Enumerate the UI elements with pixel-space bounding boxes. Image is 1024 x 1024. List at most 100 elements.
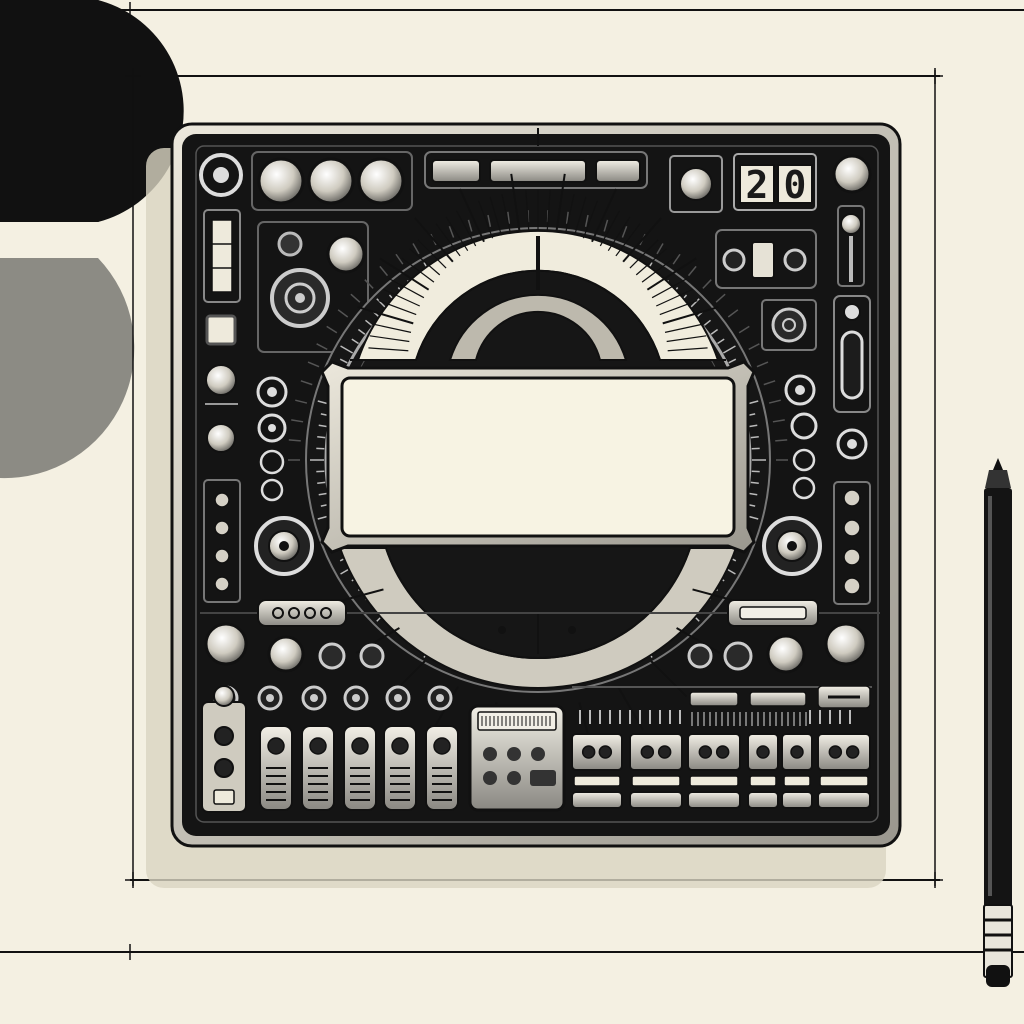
right-column	[833, 205, 871, 605]
right-spiral-3[interactable]	[792, 448, 816, 472]
bank-module-1[interactable]	[571, 733, 623, 771]
keypad-key-1[interactable]	[483, 747, 497, 761]
right-toggle[interactable]	[751, 241, 775, 279]
bank-module-switch-4[interactable]	[747, 791, 779, 809]
scale-tick	[635, 248, 667, 276]
bank-module-knob	[756, 745, 770, 759]
right-led-2[interactable]	[843, 519, 861, 537]
bank-module-switch-1[interactable]	[571, 791, 623, 809]
mid-knob-5[interactable]	[723, 641, 753, 671]
small-knob-b[interactable]	[326, 234, 366, 274]
bank-module-6[interactable]	[817, 733, 871, 771]
bank-module-2[interactable]	[629, 733, 683, 771]
bottom-left-dial-2[interactable]	[214, 758, 234, 778]
top-slider-right[interactable]	[595, 159, 641, 183]
scale-tick	[599, 210, 620, 247]
left-fader[interactable]	[211, 219, 233, 293]
mid-knob-2[interactable]	[318, 642, 346, 670]
left-led-1[interactable]	[214, 492, 230, 508]
top-knob-2[interactable]	[307, 157, 355, 205]
spiral-knob-4[interactable]	[260, 478, 284, 502]
top-right-knob[interactable]	[832, 154, 872, 194]
keypad-key-5[interactable]	[507, 771, 521, 785]
bank-module-label-strip	[573, 775, 621, 787]
right-small-knob-a[interactable]	[722, 248, 746, 272]
keypad-key-enter[interactable]	[530, 770, 556, 786]
mid-left-big-knob[interactable]	[204, 622, 248, 666]
mid-knob-6[interactable]	[766, 634, 806, 674]
right-led-4[interactable]	[843, 577, 861, 595]
bank-slot-2[interactable]	[749, 691, 807, 707]
lower-segment-divider	[617, 686, 644, 731]
left-knob-1[interactable]	[205, 364, 237, 396]
top-slider-left[interactable]	[431, 159, 481, 183]
top-knob-3[interactable]	[357, 157, 405, 205]
right-led-1[interactable]	[843, 489, 861, 507]
dial-tick	[703, 319, 711, 326]
small-knob-a[interactable]	[277, 231, 303, 257]
dial-tick	[351, 338, 359, 345]
counter-digit-left: 2	[746, 163, 769, 207]
top-slider-center[interactable]	[489, 159, 587, 183]
dial-outer-dash	[603, 219, 609, 232]
bank-module-switch-5[interactable]	[781, 791, 813, 809]
right-spiral-2[interactable]	[790, 412, 818, 440]
right-spiral-1[interactable]	[784, 374, 816, 406]
keypad-key-2[interactable]	[507, 747, 521, 761]
spiral-knob-1[interactable]	[256, 376, 288, 408]
left-led-4[interactable]	[214, 576, 230, 592]
spiral-knob-3[interactable]	[259, 449, 285, 475]
right-spiral-dial[interactable]	[771, 307, 807, 343]
mid-knob-4[interactable]	[687, 643, 713, 669]
bank-module-switch-3[interactable]	[687, 791, 741, 809]
scale-tick	[401, 257, 435, 283]
bank-slot-1[interactable]	[689, 691, 739, 707]
dial-outer-dash	[448, 225, 455, 238]
mid-right-big-knob[interactable]	[824, 622, 868, 666]
spiral-knob-2[interactable]	[257, 413, 287, 443]
square-knob[interactable]	[679, 167, 713, 201]
fader-cap	[433, 737, 451, 755]
scale-tick	[664, 323, 705, 333]
right-column-dial[interactable]	[836, 428, 868, 460]
keypad-key-3[interactable]	[531, 747, 545, 761]
left-led-2[interactable]	[214, 520, 230, 536]
right-small-knob-b[interactable]	[783, 248, 807, 272]
dial-outer-dash	[291, 419, 304, 423]
right-spiral-4[interactable]	[792, 476, 816, 500]
left-square-button[interactable]	[205, 314, 237, 346]
bank-module-switch-2[interactable]	[629, 791, 683, 809]
scale-tick	[641, 257, 675, 283]
mid-knob-3[interactable]	[359, 643, 385, 669]
blank-display-screen[interactable]	[320, 360, 756, 554]
dial-outer-dash	[672, 253, 681, 265]
left-dial-cluster	[254, 376, 314, 576]
bank-module-switch-6[interactable]	[817, 791, 871, 809]
bank-module-label-strip	[749, 775, 777, 787]
right-column-led[interactable]	[843, 303, 861, 321]
bank-module-label-strip	[689, 775, 739, 787]
right-column-knob[interactable]	[840, 213, 862, 235]
left-led-3[interactable]	[214, 548, 230, 564]
scale-tick	[388, 278, 425, 299]
top-knob-1[interactable]	[257, 157, 305, 205]
bottom-left-dial-1[interactable]	[214, 726, 234, 746]
mid-left-pill-bar[interactable]	[257, 599, 347, 627]
mid-knob-1[interactable]	[267, 635, 305, 673]
right-vertical-slider[interactable]	[840, 330, 864, 400]
top-left-dial[interactable]	[199, 153, 243, 197]
fader-cap	[391, 737, 409, 755]
upper-left-cluster	[257, 221, 369, 353]
dial-tick	[749, 424, 758, 428]
keypad-key-4[interactable]	[483, 771, 497, 785]
scale-tick	[582, 200, 598, 239]
dial-tick	[339, 358, 348, 364]
scale-tick	[629, 239, 659, 269]
left-knob-2[interactable]	[206, 423, 236, 453]
lower-segment-divider	[676, 627, 721, 654]
scale-tick	[555, 173, 566, 232]
bank-module-3[interactable]	[687, 733, 741, 771]
dial-outer-dash	[565, 211, 569, 224]
right-led-3[interactable]	[843, 548, 861, 566]
